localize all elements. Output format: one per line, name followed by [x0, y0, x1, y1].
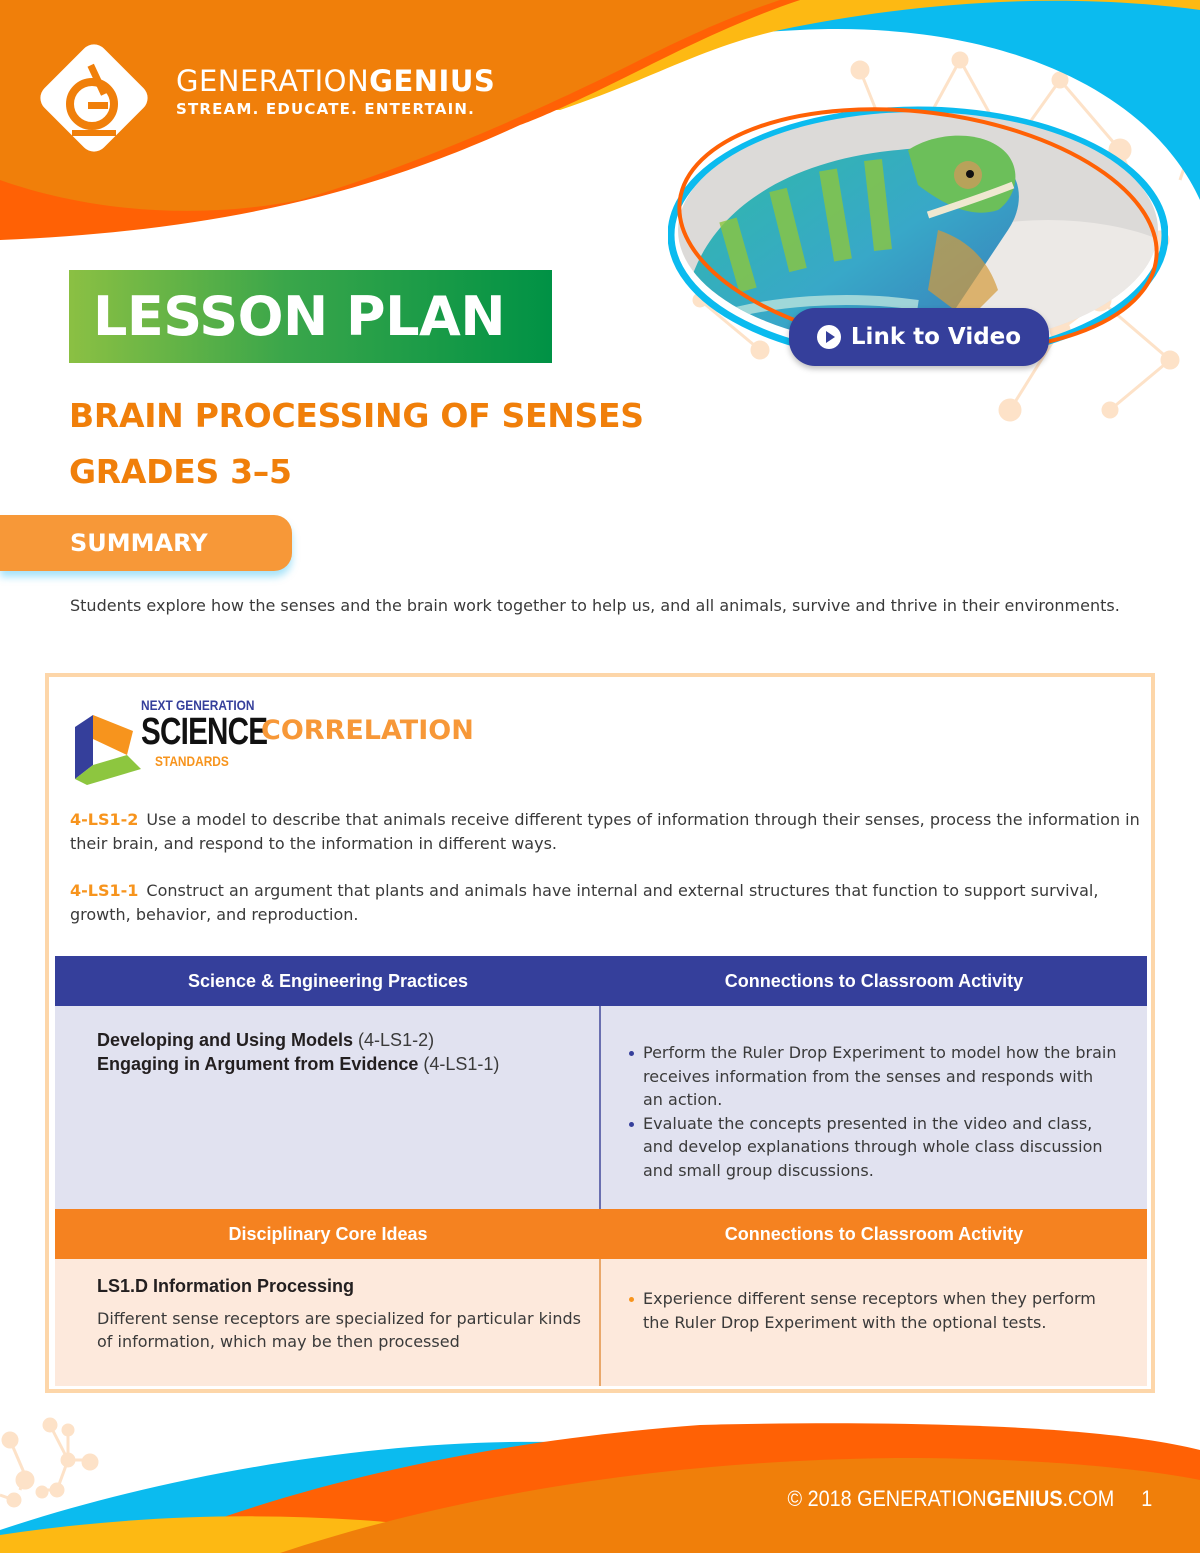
copyright: © 2018 GENERATIONGENIUS.COM [787, 1486, 1114, 1511]
link-to-video-label: Link to Video [850, 324, 1022, 350]
footer: © 2018 GENERATIONGENIUS.COM 1 [787, 1486, 1152, 1512]
brand-tagline: STREAM. EDUCATE. ENTERTAIN. [176, 100, 476, 118]
ngss-next-generation: NEXT GENERATION [141, 697, 255, 713]
table-row: Developing and Using Models (4-LS1-2) En… [55, 1006, 1147, 1209]
table-header-row: Science & Engineering Practices Connecti… [55, 956, 1147, 1006]
dci-cell: LS1.D Information Processing Different s… [55, 1259, 601, 1386]
ngss-correlation-box: NEXT GENERATION SCIENCE STANDARDS CORREL… [45, 673, 1155, 1393]
brand-block: GENERATIONGENIUS STREAM. EDUCATE. ENTERT… [176, 66, 495, 118]
practice-item: Engaging in Argument from Evidence (4-LS… [97, 1054, 500, 1074]
lesson-title-block: BRAIN PROCESSING OF SENSES GRADES 3–5 [69, 388, 644, 500]
practices-header: Science & Engineering Practices [55, 956, 601, 1006]
summary-text: Students explore how the senses and the … [70, 596, 1120, 615]
correlation-heading: CORRELATION [261, 715, 474, 746]
page-number: 1 [1140, 1486, 1152, 1511]
standard-code: 4-LS1-1 [70, 881, 139, 900]
lesson-title: BRAIN PROCESSING OF SENSES [69, 396, 644, 435]
correlation-table: Science & Engineering Practices Connecti… [55, 956, 1147, 1386]
table-row: LS1.D Information Processing Different s… [55, 1259, 1147, 1386]
standard-text: Construct an argument that plants and an… [70, 881, 1099, 924]
standard-text: Use a model to describe that animals rec… [70, 810, 1140, 853]
dci-connections-list: Experience different sense receptors whe… [629, 1287, 1117, 1334]
practice-connections-list: Perform the Ruler Drop Experiment to mod… [629, 1041, 1117, 1182]
ngss-logo: NEXT GENERATION SCIENCE STANDARDS [69, 697, 289, 789]
dci-title: LS1.D Information Processing [97, 1276, 355, 1296]
standard-code: 4-LS1-2 [70, 810, 139, 829]
brand-name: GENERATIONGENIUS [176, 64, 496, 98]
dci-text: Different sense receptors are specialize… [97, 1308, 581, 1352]
dci-connections-header: Connections to Classroom Activity [601, 1209, 1147, 1259]
lesson-plan-badge: LESSON PLAN [69, 270, 552, 363]
table-header-row: Disciplinary Core Ideas Connections to C… [55, 1209, 1147, 1259]
generation-genius-logo-icon[interactable] [30, 34, 158, 162]
summary-heading: SUMMARY [0, 515, 292, 571]
practice-connections-header: Connections to Classroom Activity [601, 956, 1147, 1006]
molecule-network-bottom-icon [0, 1417, 99, 1508]
dci-connections-cell: Experience different sense receptors whe… [601, 1259, 1147, 1386]
list-item: Perform the Ruler Drop Experiment to mod… [629, 1041, 1117, 1112]
ngss-science: SCIENCE [141, 711, 268, 753]
ngss-standards: STANDARDS [155, 753, 229, 769]
dci-header: Disciplinary Core Ideas [55, 1209, 601, 1259]
ngss-triangle-icon [75, 715, 141, 785]
play-circle-icon [816, 325, 841, 349]
list-item: Evaluate the concepts presented in the v… [629, 1112, 1117, 1183]
list-item: Experience different sense receptors whe… [629, 1287, 1117, 1334]
lesson-grades: GRADES 3–5 [69, 452, 292, 491]
practices-cell: Developing and Using Models (4-LS1-2) En… [55, 1006, 601, 1209]
link-to-video-button[interactable]: Link to Video [789, 308, 1049, 366]
practice-item: Developing and Using Models (4-LS1-2) [97, 1030, 435, 1050]
practice-connections-cell: Perform the Ruler Drop Experiment to mod… [601, 1006, 1147, 1209]
